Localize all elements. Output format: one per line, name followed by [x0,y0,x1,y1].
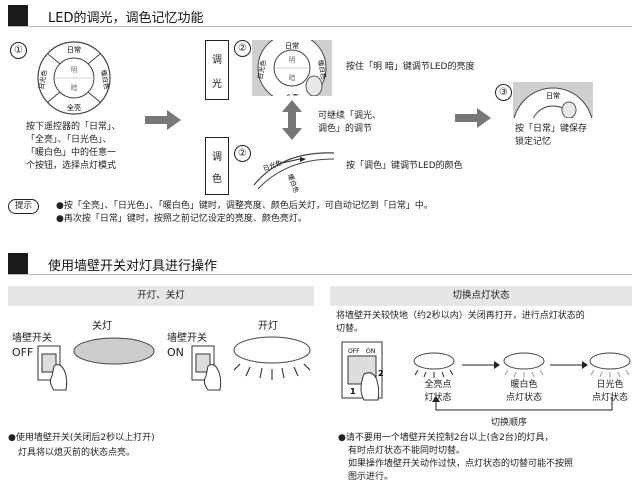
step1-desc-line1: 按下遥控器的「日常」、 [26,122,121,132]
arrow-right-icon [550,361,588,369]
state-full-line2: 灯状态 [424,393,452,403]
ceiling-light-off-icon [73,337,155,365]
step2a-desc: 按住「明 暗」键调节LED的亮度 [346,62,475,72]
dimming-char1: 调 [212,55,222,66]
step3-desc-line1: 按「日常」键保存 [515,124,588,134]
step1-desc-line4: 个按钮，选择点灯模式 [26,161,117,171]
step1-label-daily: 日常 [67,45,81,54]
section2-header: 使用墙壁开关对灯具进行操作 [8,252,632,275]
step2a-remote-photo: 日常 全亮 日光色 暖白色 明 暗 [252,40,332,96]
middle-note-line1: 可继续「调光、 [318,111,382,121]
section1-title: LED的调光，调色记忆功能 [48,11,204,26]
step1-label-daylight: 日光色 [36,69,48,90]
on-label: ON [167,346,184,359]
light-off-label: 关灯 [92,321,112,332]
state-daylight-line2: 点灯状态 [591,393,628,403]
right-note-line4: 图示进行。 [348,472,394,482]
switch-mark-1: 1 [350,387,356,396]
switch-label-on: 墙壁开关 [167,333,207,344]
left-note-line2: 灯具将以熄灭前的状态点亮。 [18,448,136,458]
color-char2: 色 [212,174,222,185]
arrow-updown-icon [282,100,302,140]
section2-title: 使用墙壁开关对灯具进行操作 [48,259,218,274]
step2a-label-daylight: 日光色 [255,59,267,80]
state-daylight-line1: 日光色 [596,380,624,390]
middle-note-line2: 调色」的调节 [318,124,373,134]
color-box: 调 色 [205,137,229,195]
step2a-label-daily: 日常 [285,41,299,50]
dimming-char2: 光 [212,79,222,90]
step3-remote-photo: 日常 [513,82,593,118]
step2b-label-daylight: 日光色 [262,158,284,173]
right-note-line1: ●请不要用一个墙壁开关控制2台以上(含2台)的灯具， [338,433,554,443]
step1-desc-line2: 「全亮」、「日光色」、 [26,135,112,145]
switch-mark-on: ON [366,348,375,355]
arrow-right-icon [455,108,491,128]
tip-badge: 提示 [8,199,40,214]
step3-label-daily: 日常 [546,91,560,100]
step2a-label-warm: 暖白色 [316,59,328,80]
wall-switch-off-icon [37,345,68,391]
step1-label-dim: 暗 [71,83,78,92]
arrow-right-icon [462,361,500,369]
step2b-desc: 按「调色」键调节LED的颜色 [346,161,463,171]
step2a-label-bright: 明 [289,56,296,64]
step2a-label-full: 全亮 [285,93,299,96]
dimming-box: 调 光 [205,40,229,100]
cycle-label: 切换顺序 [491,418,528,428]
section1-bar [8,5,28,26]
lamp-daylight-icon [589,352,631,378]
state-warm-line1: 暖白色 [510,380,538,390]
state-warm-line2: 点灯状态 [505,393,542,403]
step3-number: ③ [495,84,512,101]
step1-remote-dial: 日常 全亮 日光色 暖白色 明 暗 [36,41,112,115]
left-note-line1: ●使用墙壁开关(关闭后2秒以上打开) [8,433,155,443]
lamp-warm-icon [503,352,545,378]
step2b-number: ② [234,145,251,162]
right-note-line2: 有时点灯状态不能同时切替。 [348,446,466,456]
wall-switch-toggle-icon: OFF ON 1 2 [341,341,384,401]
step1-label-full: 全亮 [67,103,81,112]
step1-number: ① [10,42,27,59]
lamp-full-icon [413,352,455,378]
step2b-remote-photo: 日光色 暖白色 [252,145,336,193]
switch-label-off: 墙壁开关 [12,333,52,344]
step2a-label-dim: 暗 [289,73,296,82]
switch-mark-2: 2 [378,369,384,378]
right-intro-line1: 将墙壁开关较快地（约2秒以内）关闭再打开，进行点灯状态的 [336,311,585,321]
ceiling-light-on-icon [233,336,311,380]
state-full-line1: 全亮点 [424,380,452,390]
right-intro-line2: 切替。 [336,324,364,334]
step1-desc-line3: 「暖白色」中的任意一 [26,148,117,158]
section2-bar [8,253,28,274]
section1-header: LED的调光，调色记忆功能 [8,4,632,27]
right-note-line3: 如果操作墙壁开关动作过快，点灯状态的切替可能不按照 [348,459,574,469]
tip-line1: ●按「全亮」、「日光色」、「暖白色」键时，调整亮度、颜色后关灯，可自动记忆到「日… [56,201,433,211]
switch-mark-off: OFF [348,348,360,355]
tip-line2: ●再次按「日常」键时，按照之前记忆设定的亮度、颜色亮灯。 [56,214,307,224]
cycle-arrow-icon [432,396,613,411]
off-label: OFF [12,346,34,359]
right-panel-header: 切换点灯状态 [330,286,632,306]
light-on-label: 开灯 [258,321,278,332]
color-char1: 调 [212,152,222,163]
left-panel-header: 开灯、关灯 [8,286,314,306]
wall-switch-on-icon [191,345,222,391]
arrow-right-icon [145,110,181,130]
step1-label-warm: 暖白色 [99,69,111,90]
step1-label-bright: 明 [71,66,78,74]
step2a-number: ② [234,40,251,57]
step2b-label-warm: 暖白色 [286,173,301,193]
step3-desc-line2: 锁定记忆 [515,137,552,147]
